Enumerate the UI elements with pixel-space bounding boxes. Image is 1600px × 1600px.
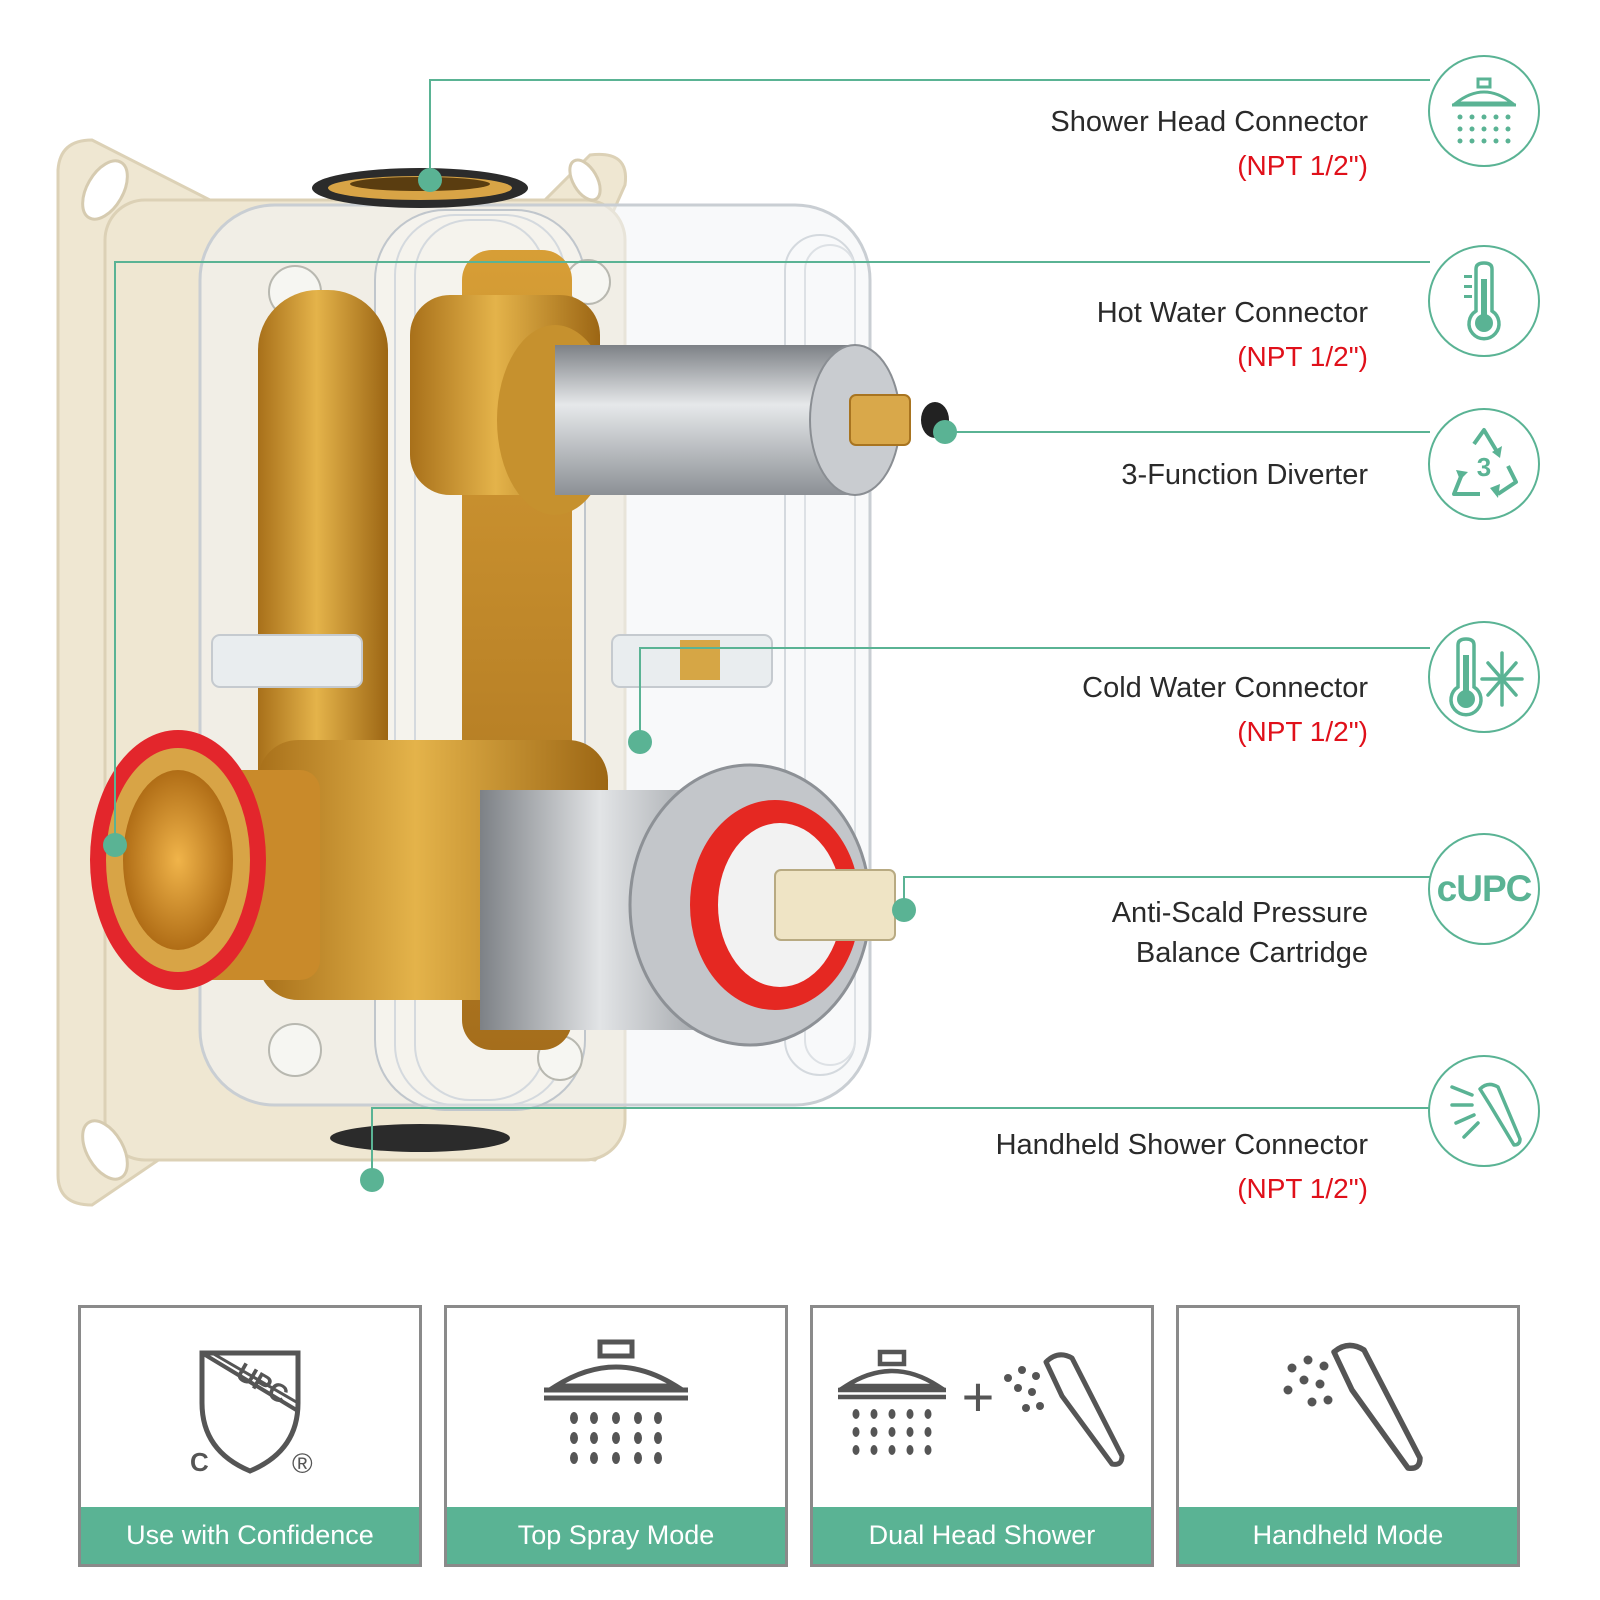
top-port: [312, 168, 528, 208]
plus-sign: +: [962, 1365, 995, 1428]
cold-thermometer-icon: [1449, 637, 1524, 717]
dual-shower-icon: +: [838, 1349, 1125, 1467]
leader-dots: [103, 168, 957, 1192]
handheld-shower-icon: [1450, 1082, 1522, 1147]
thermometer-icon: [1464, 261, 1501, 341]
callout-diverter: 3-Function Diverter: [1121, 455, 1368, 495]
svg-text:3: 3: [1477, 452, 1491, 482]
feature-label: Top Spray Mode: [447, 1507, 785, 1564]
feature-card-dual-head: + Dual Head Shower: [810, 1305, 1154, 1567]
callout-title: Cold Water Connector: [1082, 672, 1368, 704]
callout-title: Shower Head Connector: [1050, 106, 1368, 138]
feature-label: Use with Confidence: [81, 1507, 419, 1564]
hot-inlet: [90, 730, 320, 990]
feature-label: Dual Head Shower: [813, 1507, 1151, 1564]
callout-spec: (NPT 1/2"): [1237, 716, 1368, 747]
handheld-badge: [1428, 1055, 1540, 1167]
cold-water-badge: [1428, 621, 1540, 733]
hot-water-badge: [1428, 245, 1540, 357]
leader-lines: [114, 79, 1430, 1180]
shower-head-badge: [1428, 55, 1540, 167]
callout-spec: (NPT 1/2"): [1237, 1173, 1368, 1204]
bottom-port: [330, 1124, 510, 1152]
callout-title: Handheld Shower Connector: [995, 1129, 1368, 1161]
balance-cartridge: [480, 763, 896, 1047]
shower-head-icon: [1451, 77, 1517, 144]
callout-handheld: Handheld Shower Connector (NPT 1/2"): [996, 1125, 1368, 1209]
callout-cold-water: Cold Water Connector (NPT 1/2"): [1082, 668, 1368, 752]
upc-shield-icon: UPC C ®: [190, 1350, 313, 1479]
callout-spec: (NPT 1/2"): [1237, 341, 1368, 372]
callout-spec: (NPT 1/2"): [1237, 150, 1368, 181]
diverter-stem: [497, 325, 949, 515]
cupc-badge: cUPC: [1428, 833, 1540, 945]
feature-card-confidence: UPC C ® Use with Confidence: [78, 1305, 422, 1567]
cupc-mark: cUPC: [1436, 868, 1533, 909]
hand-shower-icon: [1283, 1342, 1423, 1472]
feature-card-top-spray: Top Spray Mode: [444, 1305, 788, 1567]
feature-label: Handheld Mode: [1179, 1507, 1517, 1564]
callout-title: Hot Water Connector: [1096, 297, 1368, 329]
callout-title-line1: Anti-Scald Pressure: [1111, 897, 1368, 929]
c-mark: C: [190, 1447, 209, 1477]
callout-title: 3-Function Diverter: [1121, 459, 1368, 491]
callout-cartridge: Anti-Scald Pressure Balance Cartridge: [1112, 893, 1368, 973]
diverter-badge: 3: [1428, 408, 1540, 520]
callout-shower-head: Shower Head Connector (NPT 1/2"): [1050, 102, 1368, 186]
registered-mark: ®: [292, 1448, 313, 1479]
recycle-3-icon: 3: [1452, 428, 1518, 498]
feature-card-handheld: Handheld Mode: [1176, 1305, 1520, 1567]
callout-title-line2: Balance Cartridge: [1135, 937, 1368, 969]
rain-shower-icon: [544, 1339, 688, 1464]
callout-hot-water: Hot Water Connector (NPT 1/2"): [1097, 293, 1368, 377]
